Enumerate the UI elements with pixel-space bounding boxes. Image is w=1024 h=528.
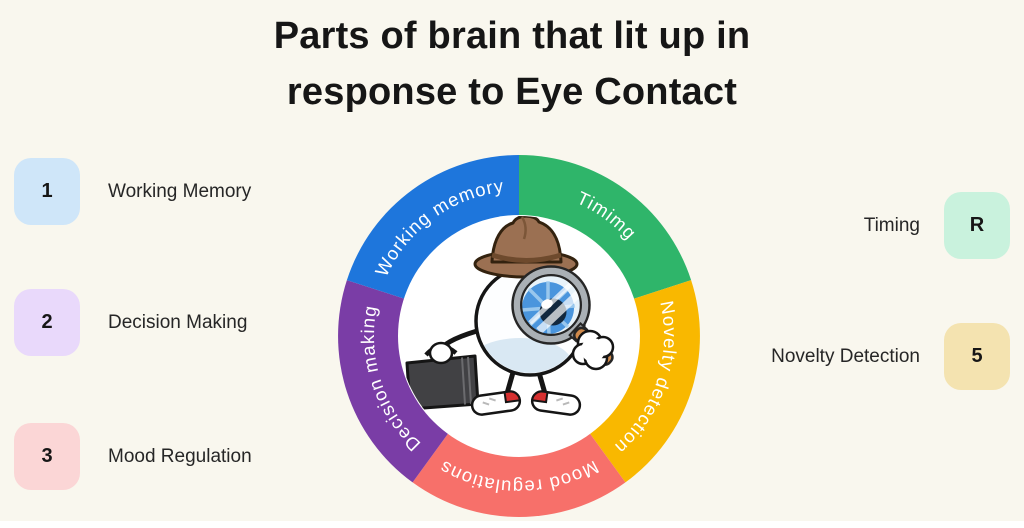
briefcase-edge-lines (461, 356, 472, 405)
number-badge-1: 1 (14, 158, 80, 225)
number-badge-5: 5 (944, 323, 1010, 390)
bottom-white-strip (0, 521, 1024, 528)
title-line-2: response to Eye Contact (286, 71, 738, 113)
eyeball-shading (478, 338, 572, 373)
legend-label: Decision Making (108, 311, 248, 333)
mascot-right-shoe (530, 390, 582, 416)
legend-label: Mood Regulation (108, 445, 252, 467)
eyeball-detective-mascot (405, 216, 615, 416)
legend-item-novelty-detection: Novelty Detection 5 (771, 323, 1010, 390)
legend-item-mood-regulation: 3 Mood Regulation (14, 423, 252, 490)
number-badge-3: 3 (14, 423, 80, 490)
legend-item-decision-making: 2 Decision Making (14, 289, 247, 356)
fedora-hat-icon (473, 216, 579, 279)
brain-response-donut-chart: Timimg Novelty detection Mood regulation… (338, 155, 700, 517)
number-badge-r: R (944, 192, 1010, 259)
legend-item-working-memory: 1 Working Memory (14, 158, 251, 225)
number-badge-2: 2 (14, 289, 80, 356)
mascot-right-glove (571, 329, 615, 371)
title-line-1: Parts of brain that lit up in (273, 15, 751, 57)
page-title: Parts of brain that lit up in response t… (0, 8, 1024, 120)
mascot-left-shoe (470, 390, 522, 416)
legend-label: Timing (863, 214, 920, 236)
legend-label: Novelty Detection (771, 345, 920, 367)
mascot-left-glove (428, 341, 454, 365)
legend-label: Working Memory (108, 180, 252, 202)
legend-item-timing: Timing R (864, 192, 1010, 259)
magnifying-glass-icon (511, 265, 614, 366)
